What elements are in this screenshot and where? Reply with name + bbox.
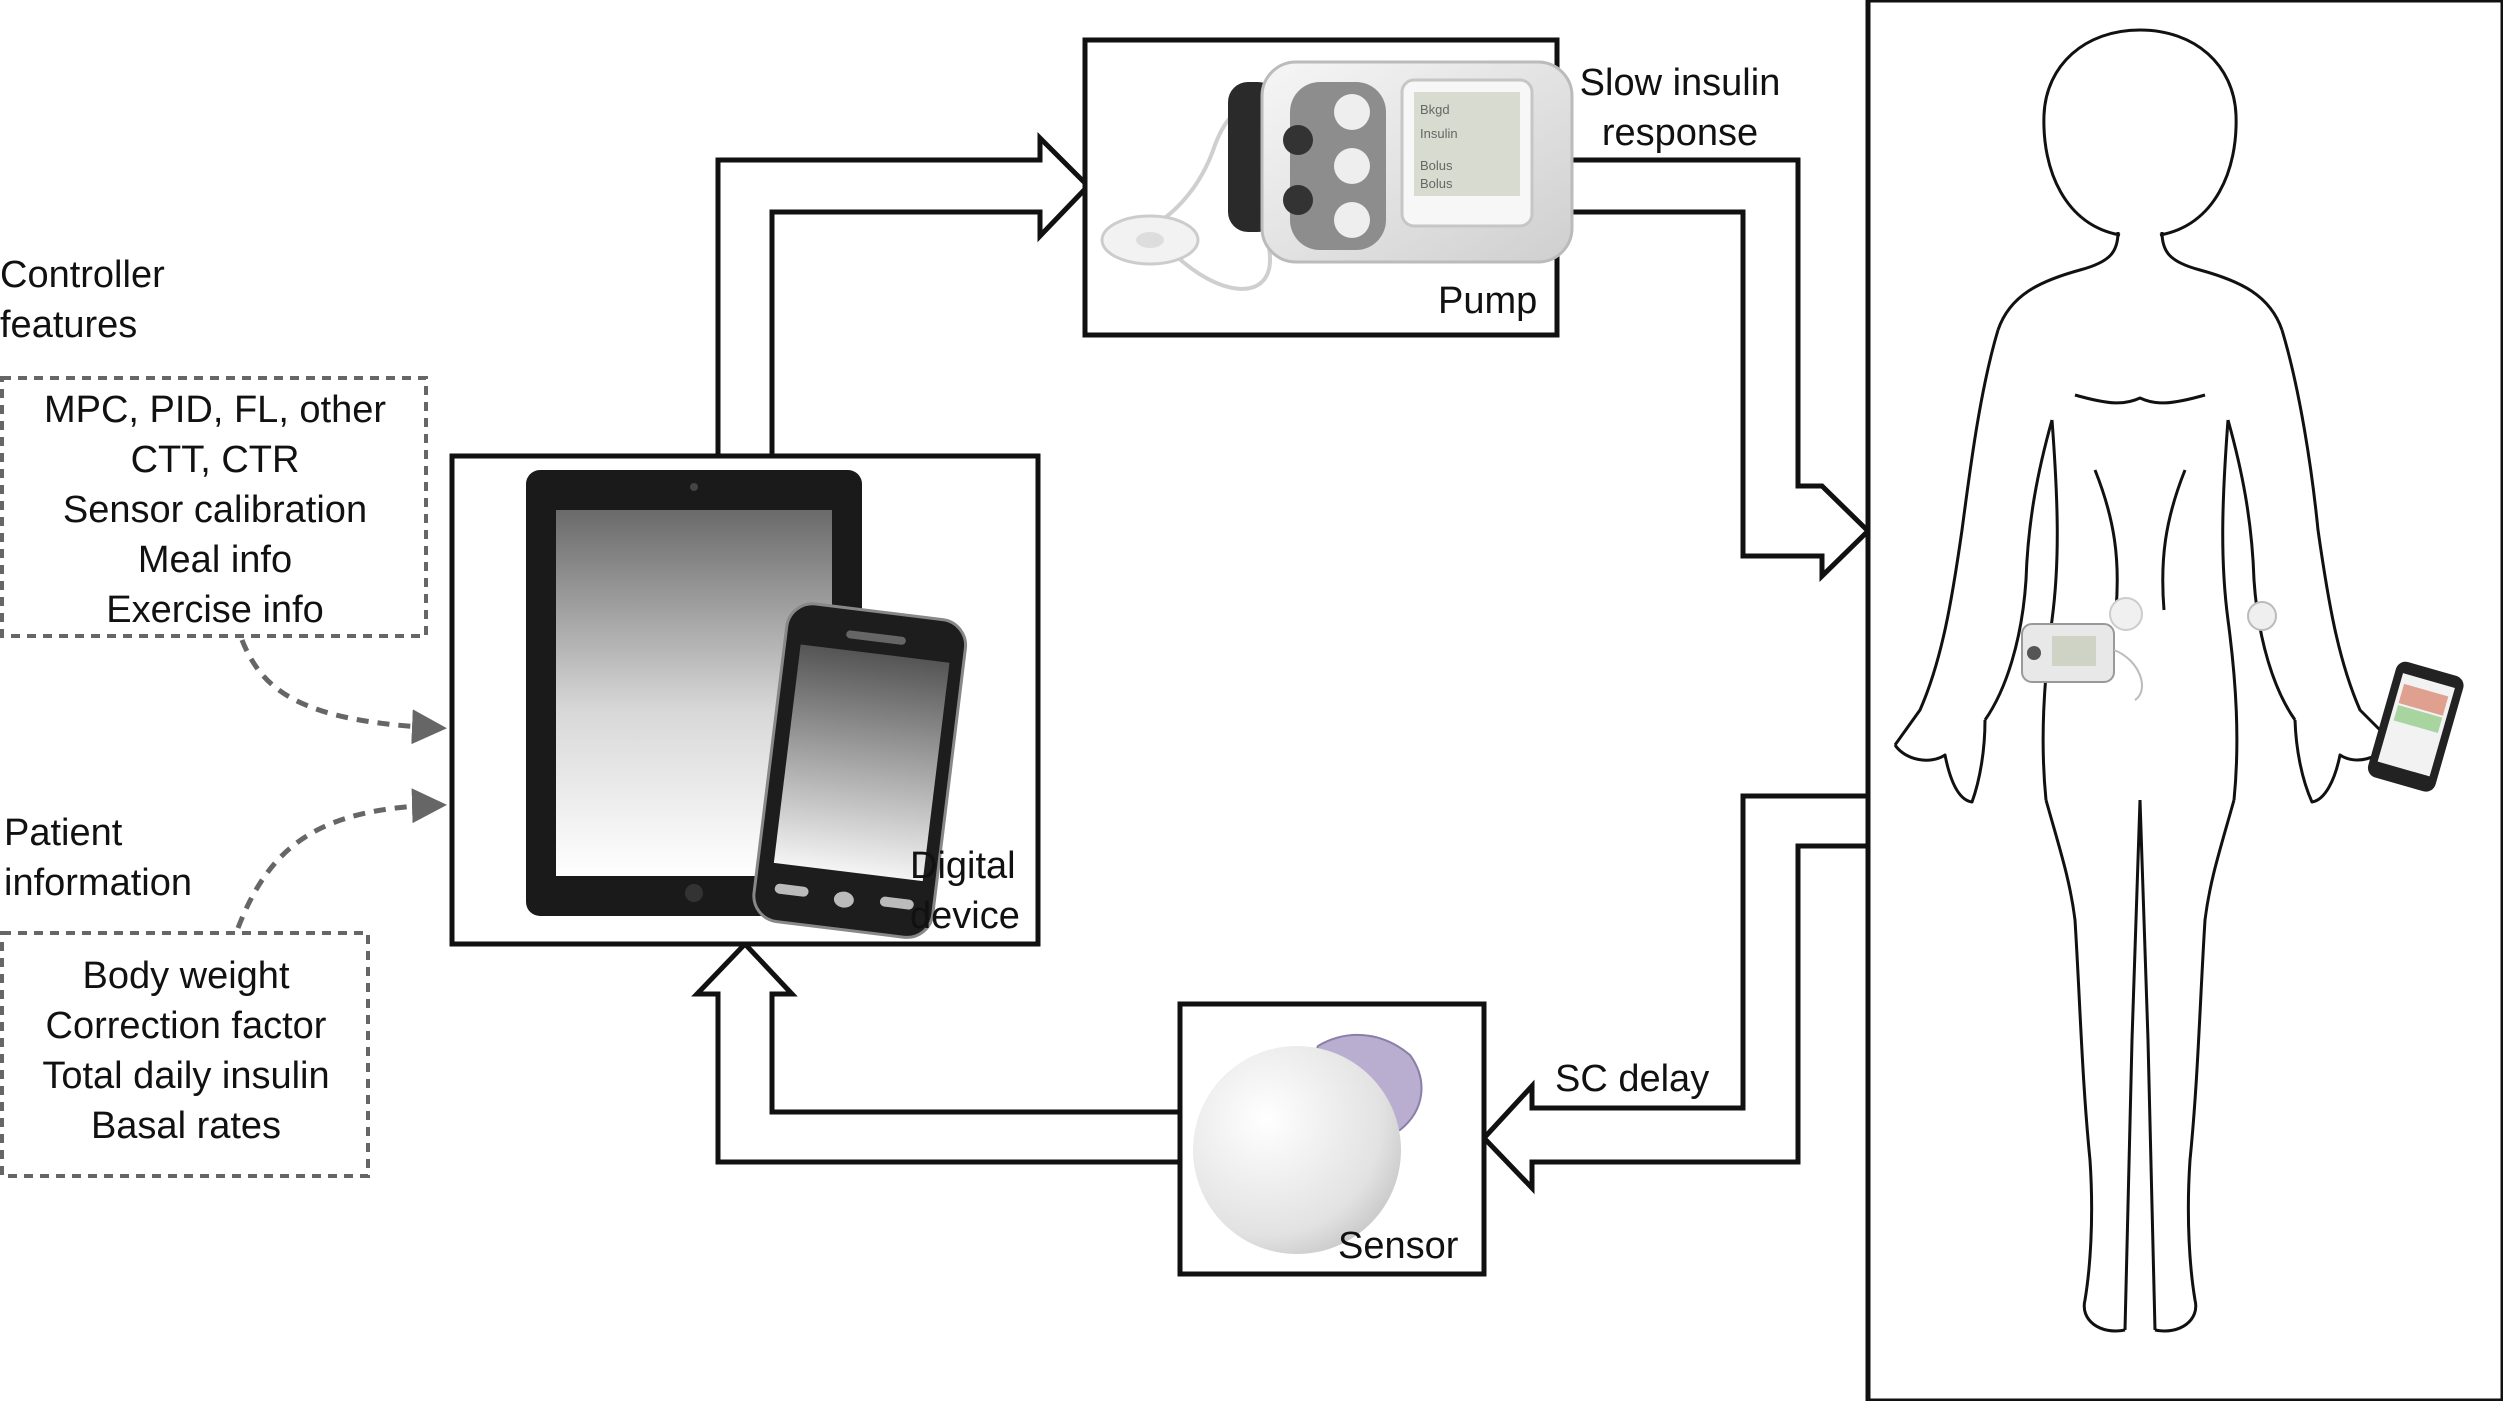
patient-information-heading: Patient information [4,808,192,908]
body-infusion-site [2109,597,2143,631]
human-body-outline [1893,28,2392,1333]
patient-information-item: Body weight [82,955,290,997]
digital-device-label-line: Digital [910,845,1016,887]
pump-screen-lines: Bkgd Insulin Bolus Bolus [1420,102,1458,191]
pump-screen-line: Bolus [1420,158,1453,173]
arrow-pump-to-body [1555,157,1872,582]
pump-illustration [1100,60,1574,291]
sensor-label: Sensor [1338,1225,1459,1267]
controller-feature-item: MPC, PID, FL, other [43,389,387,431]
pump-label: Pump [1438,280,1538,322]
slow-insulin-response-label: Slow insulin response [1560,58,1800,158]
pump-screen-line: Bkgd [1420,102,1450,117]
controller-features-heading-line: features [0,304,138,346]
arrow-device-to-pump [715,131,1092,458]
patient-information-item: Total daily insulin [42,1055,330,1097]
sensor-illustration [1193,1033,1423,1254]
patient-information-heading-line: Patient [4,812,123,854]
controller-features-heading-line: Controller [0,254,165,296]
patient-information-item: Correction factor [45,1005,327,1047]
body-sensor [2247,601,2277,631]
pump-screen-line: Bolus [1420,176,1453,191]
patient-information-item: Basal rates [90,1105,282,1147]
slow-insulin-response-line: Slow insulin [1579,62,1781,104]
controller-features-list: MPC, PID, FL, other CTT, CTR Sensor cali… [10,385,420,635]
body-pump [2021,623,2143,701]
phone-illustration [752,602,968,939]
sc-delay-label: SC delay [1555,1058,1710,1100]
patient-information-heading-line: information [4,862,192,904]
slow-insulin-response-line: response [1601,112,1759,154]
controller-feature-item: Sensor calibration [62,489,368,531]
controller-connector [239,639,447,745]
controller-feature-item: CTT, CTR [130,439,300,481]
arrow-body-to-sensor [1480,793,1866,1195]
controller-features-heading: Controller features [0,250,165,350]
digital-device-label: Digital device [910,841,1020,941]
arrow-sensor-to-device [691,940,1180,1165]
patient-information-box [0,931,370,1178]
patient-connector [235,788,447,929]
controller-features-box [0,376,428,638]
pump-screen-line: Insulin [1420,126,1458,141]
patient-information-list: Body weight Correction factor Total dail… [10,951,362,1151]
controller-feature-item: Meal info [137,539,293,581]
digital-device-label-line: device [910,895,1020,937]
body-phone [2367,661,2464,792]
controller-feature-item: Exercise info [106,589,324,631]
